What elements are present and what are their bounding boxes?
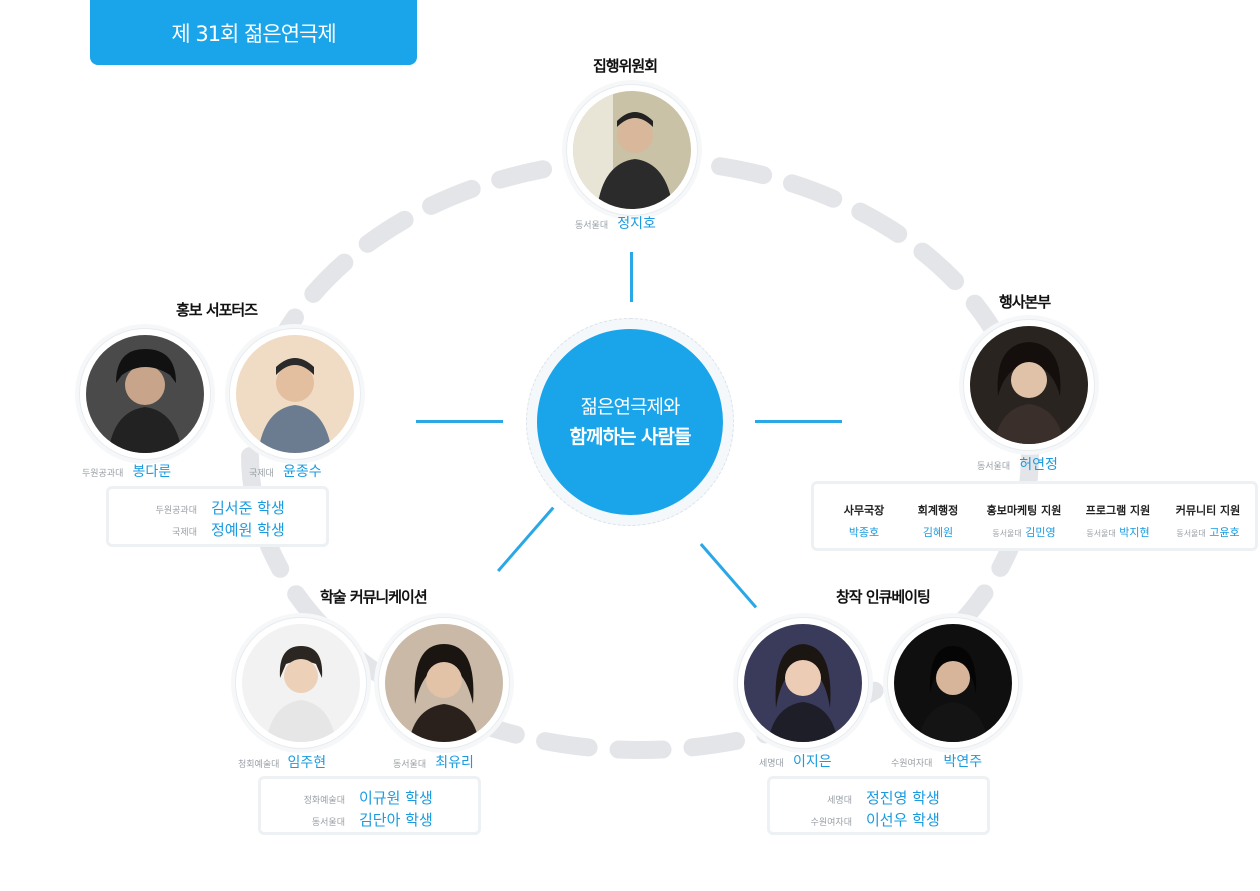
- photo-person: [385, 624, 503, 742]
- student-name: 이규원 학생: [359, 789, 433, 807]
- student-name: 이선우 학생: [866, 811, 940, 829]
- center-hub: 젊은연극제와 함께하는 사람들: [526, 318, 734, 526]
- student-row: 동서울대 김단아 학생: [283, 809, 433, 830]
- students-box-pr: 두원공과대 김서준 학생 국제대 정예원 학생: [106, 486, 329, 547]
- person-school: 두원공과대: [82, 469, 124, 479]
- page-title-tab: 제 31회 젊은연극제: [90, 0, 417, 65]
- person-caption-academic-2: 동서울대 최유리: [393, 752, 474, 772]
- person-school: 수원여자대: [891, 759, 933, 769]
- person-caption-pr-1: 두원공과대 봉다룬: [82, 461, 171, 481]
- students-box-incubating: 세명대 정진영 학생 수원여자대 이선우 학생: [767, 776, 990, 835]
- person-name: 이지은: [792, 754, 832, 770]
- staff-item: 커뮤니티 지원 동서울대 고윤호: [1162, 502, 1254, 540]
- staff-role: 홍보마케팅 지원: [986, 504, 1062, 517]
- staff-name: 동서울대 박지현: [1086, 526, 1150, 539]
- section-title-events: 행사본부: [999, 293, 1051, 311]
- staff-item: 프로그램 지원 동서울대 박지현: [1072, 502, 1164, 540]
- section-title-incubating: 창작 인큐베이팅: [836, 588, 931, 606]
- staff-item: 사무국장 박종호: [822, 502, 906, 540]
- person-name: 봉다룬: [132, 464, 172, 480]
- student-row: 수원여자대 이선우 학생: [788, 809, 940, 830]
- student-name: 정진영 학생: [866, 789, 940, 807]
- photo-person: [744, 624, 862, 742]
- student-name: 정예원 학생: [211, 521, 285, 539]
- person-school: 청회예술대: [238, 760, 280, 770]
- person-caption-academic-1: 청회예술대 임주현: [238, 752, 326, 772]
- photo-person: [236, 335, 354, 453]
- student-row: 두원공과대 김서준 학생: [137, 497, 285, 518]
- student-school: 정화예술대: [303, 796, 345, 806]
- center-hub-circle: 젊은연극제와 함께하는 사람들: [537, 329, 723, 515]
- staff-role: 회계행정: [917, 504, 959, 517]
- staff-item: 회계행정 김혜원: [896, 502, 980, 540]
- person-school: 동서울대: [575, 221, 609, 231]
- student-school: 동서울대: [311, 818, 345, 828]
- avatar-pr-2: [229, 328, 361, 460]
- student-row: 세명대 정진영 학생: [788, 787, 940, 808]
- staff-role: 커뮤니티 지원: [1175, 504, 1241, 517]
- person-name: 박연주: [943, 754, 983, 770]
- person-name: 임주현: [287, 755, 327, 771]
- person-name: 윤종수: [282, 464, 322, 480]
- connector-line-left: [416, 420, 503, 423]
- staff-box-events: 사무국장 박종호 회계행정 김혜원 홍보마케팅 지원 동서울대 김민영 프로그램…: [811, 481, 1258, 551]
- avatar-academic-1: [235, 617, 367, 749]
- staff-role: 사무국장: [843, 504, 885, 517]
- person-name: 최유리: [435, 755, 474, 771]
- section-title-pr: 홍보 서포터즈: [176, 301, 258, 319]
- section-title-academic: 학술 커뮤니케이션: [320, 588, 428, 606]
- staff-name: 동서울대 김민영: [992, 526, 1056, 539]
- hub-line-1: 젊은연극제와: [580, 396, 681, 418]
- avatar-academic-2: [378, 617, 510, 749]
- person-caption-events-1: 동서울대 허연정: [977, 454, 1058, 474]
- person-school: 동서울대: [977, 462, 1011, 472]
- staff-name: 동서울대 고윤호: [1176, 526, 1240, 539]
- person-caption-incubating-1: 세명대 이지은: [759, 751, 832, 771]
- photo-person: [970, 326, 1088, 444]
- avatar-incubating-2: [887, 617, 1019, 749]
- photo-person: [573, 91, 691, 209]
- student-row: 국제대 정예원 학생: [137, 519, 285, 540]
- person-school: 국제대: [249, 469, 274, 479]
- person-name: 허연정: [1019, 457, 1058, 473]
- avatar-events-1: [963, 319, 1095, 451]
- avatar-incubating-1: [737, 617, 869, 749]
- hub-line-2: 함께하는 사람들: [569, 426, 692, 448]
- students-box-academic: 정화예술대 이규원 학생 동서울대 김단아 학생: [258, 776, 481, 835]
- staff-item: 홍보마케팅 지원 동서울대 김민영: [974, 502, 1074, 540]
- person-caption-incubating-2: 수원여자대 박연주: [891, 751, 982, 771]
- photo-person: [242, 624, 360, 742]
- person-school: 동서울대: [393, 760, 427, 770]
- photo-person: [894, 624, 1012, 742]
- section-title-executive: 집행위원회: [593, 57, 658, 75]
- student-name: 김서준 학생: [211, 499, 285, 517]
- student-school: 세명대: [827, 796, 852, 806]
- staff-name: 김혜원: [922, 526, 954, 539]
- page-title: 제 31회 젊은연극제: [171, 21, 336, 46]
- student-school: 국제대: [172, 528, 197, 538]
- student-row: 정화예술대 이규원 학생: [283, 787, 433, 808]
- connector-line-top: [630, 252, 633, 302]
- student-school: 두원공과대: [155, 506, 197, 516]
- person-name: 정지호: [617, 216, 656, 232]
- staff-role: 프로그램 지원: [1085, 504, 1151, 517]
- photo-person: [86, 335, 204, 453]
- student-name: 김단아 학생: [359, 811, 433, 829]
- avatar-executive-1: [566, 84, 698, 216]
- connector-line-right: [755, 420, 842, 423]
- student-school: 수원여자대: [810, 818, 852, 828]
- person-school: 세명대: [759, 759, 784, 769]
- person-caption-executive-1: 동서울대 정지호: [575, 213, 656, 233]
- staff-name: 박종호: [848, 526, 880, 539]
- avatar-pr-1: [79, 328, 211, 460]
- person-caption-pr-2: 국제대 윤종수: [249, 461, 322, 481]
